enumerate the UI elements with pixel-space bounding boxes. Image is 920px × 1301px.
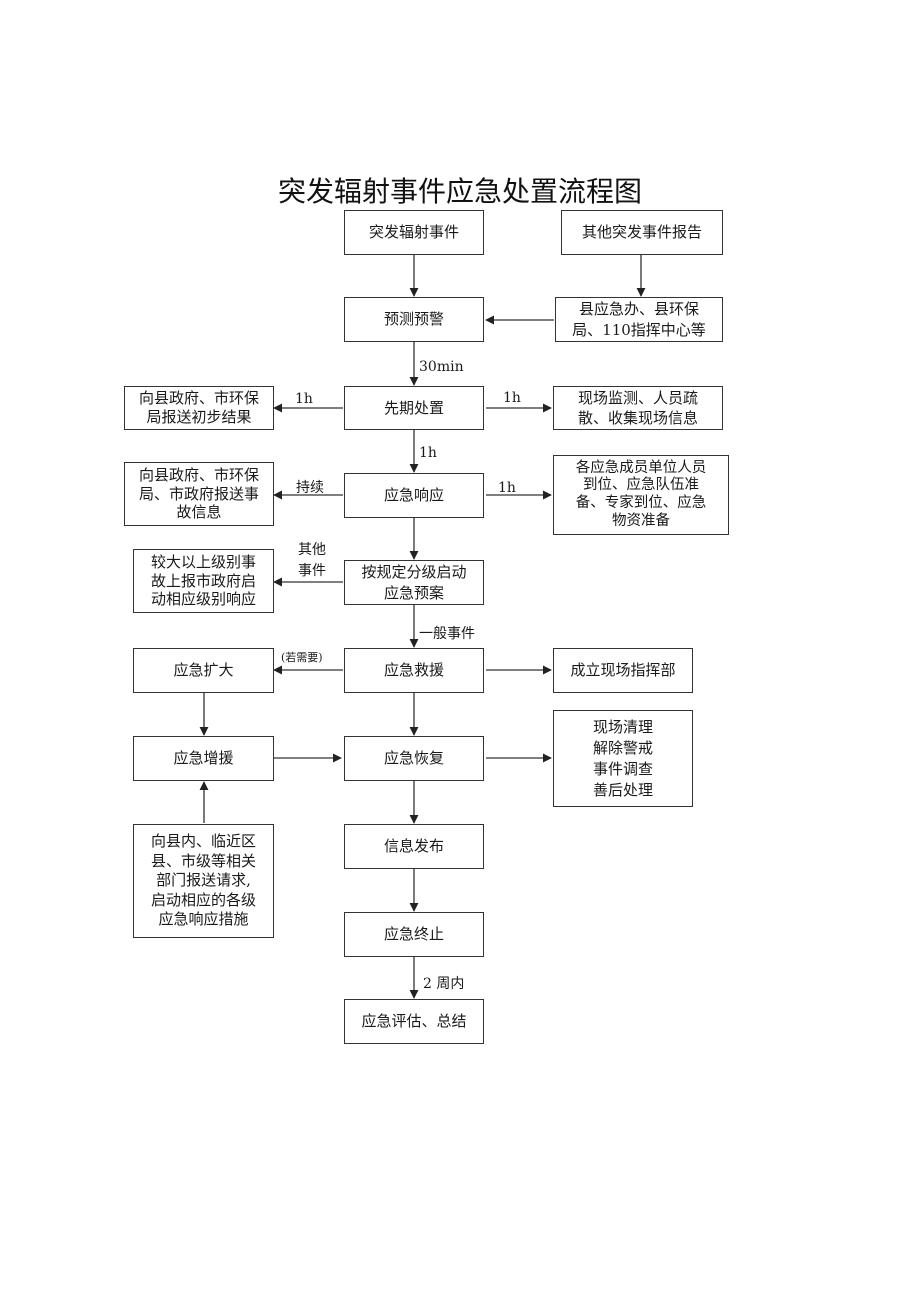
node-county-offices: 县应急办、县环保 局、110指挥中心等: [555, 297, 723, 342]
label-1h-down: 1h: [419, 445, 437, 461]
label-1h-right: 1h: [503, 390, 521, 406]
node-graded-plan: 按规定分级启动 应急预案: [344, 560, 484, 605]
node-forecast-warning: 预测预警: [344, 297, 484, 342]
node-emergency-expand: 应急扩大: [133, 648, 274, 693]
node-report-initial-results: 向县政府、市环保 局报送初步结果: [124, 386, 274, 430]
node-evaluation: 应急评估、总结: [344, 999, 484, 1044]
label-other-events: 其他 事件: [298, 542, 326, 579]
node-info-release: 信息发布: [344, 824, 484, 869]
node-report-event-info: 向县政府、市环保 局、市政府报送事 故信息: [124, 462, 274, 526]
node-emergency-response: 应急响应: [344, 473, 484, 518]
node-report-city-gov: 较大以上级别事 故上报市政府启 动相应级别响应: [133, 549, 274, 613]
node-request-support: 向县内、临近区 县、市级等相关 部门报送请求, 启动相应的各级 应急响应措施: [133, 824, 274, 938]
node-units-in-place: 各应急成员单位人员 到位、应急队伍准 备、专家到位、应急 物资准备: [553, 455, 729, 535]
node-other-report: 其他突发事件报告: [561, 210, 723, 255]
label-general-event: 一般事件: [419, 626, 475, 642]
node-initial-handling: 先期处置: [344, 386, 484, 430]
node-emergency-end: 应急终止: [344, 912, 484, 957]
node-emergency-recovery: 应急恢复: [344, 736, 484, 781]
node-onsite-command: 成立现场指挥部: [553, 648, 693, 693]
node-onsite-monitoring: 现场监测、人员疏 散、收集现场信息: [553, 386, 723, 430]
label-1h-left: 1h: [295, 391, 313, 407]
node-emergency-rescue: 应急救援: [344, 648, 484, 693]
label-1h-response: 1h: [498, 480, 516, 496]
label-two-weeks: 2 周内: [423, 976, 465, 992]
node-emergency-reinforce: 应急增援: [133, 736, 274, 781]
label-30min: 30min: [419, 359, 464, 375]
label-if-needed: (若需要): [281, 651, 323, 664]
page-title: 突发辐射事件应急处置流程图: [277, 175, 642, 208]
node-radiation-event: 突发辐射事件: [344, 210, 484, 255]
node-recovery-tasks: 现场清理 解除警戒 事件调查 善后处理: [553, 710, 693, 807]
label-continue: 持续: [296, 480, 324, 496]
